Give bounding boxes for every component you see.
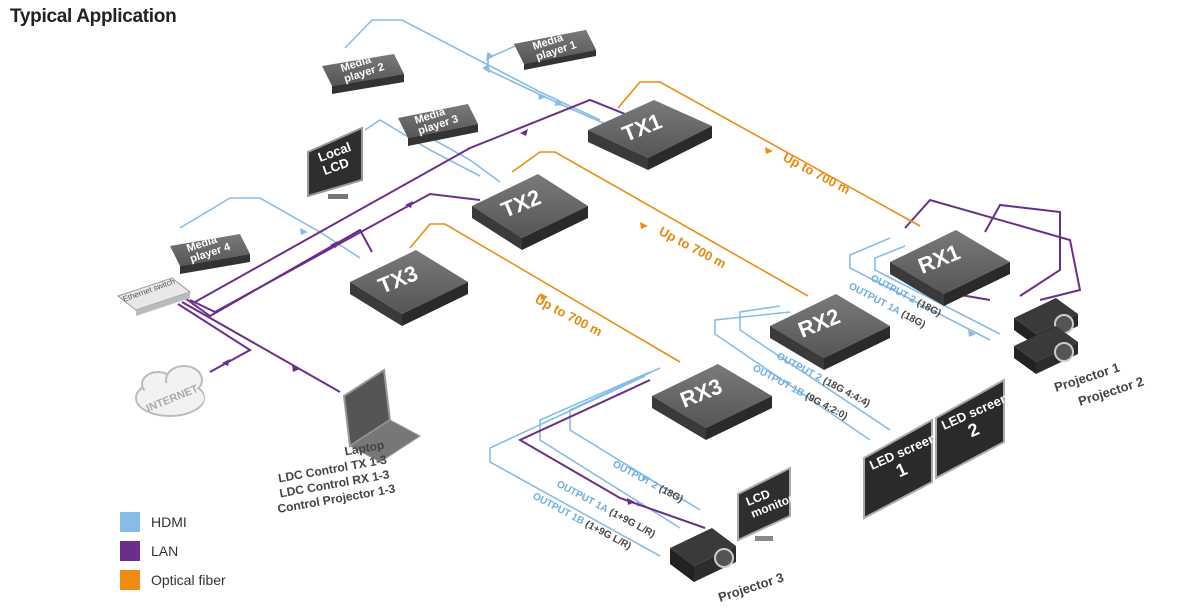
hdmi-mp2-tx1 — [344, 19, 601, 121]
hdmi-rx3-out1b — [489, 375, 661, 557]
laptop-label: Laptop — [343, 438, 385, 459]
hdmi-mp4-tx3 — [179, 197, 361, 259]
local-lcd: Local LCD — [307, 126, 363, 199]
legend-label-fiber: Optical fiber — [151, 571, 226, 588]
lan-switch-tx2 — [189, 192, 481, 314]
legend-item-fiber: Optical fiber — [120, 565, 226, 594]
svg-text:Local LCD: Local LCD — [316, 138, 361, 178]
fiber-tx3-rx3 — [409, 223, 681, 363]
lan-rx1-proj — [904, 198, 1082, 301]
hdmi-rx1-out2 — [849, 237, 991, 341]
legend-item-hdmi: HDMI — [120, 507, 226, 536]
lan-rx3-proj3 — [517, 379, 706, 529]
fiber-cables — [409, 81, 921, 363]
fiber-tx1-rx1 — [617, 81, 921, 227]
lan-cables — [177, 98, 1082, 529]
media-player-1: Media player 1 — [514, 30, 596, 70]
hdmi-rx2-out2 — [739, 305, 891, 431]
rx1-device: RX1 — [890, 230, 1010, 306]
hdmi-cables — [179, 19, 1001, 557]
fiber-label-1: Up to 700 m — [781, 149, 853, 197]
legend: HDMI LAN Optical fiber — [120, 507, 226, 594]
rx3-device: RX3 — [652, 364, 772, 440]
lan-switch-internet — [177, 303, 252, 373]
projector-3-label: Projector 3 — [716, 570, 785, 605]
hdmi-lcd-tx2 — [364, 119, 481, 177]
page-title: Typical Application — [10, 6, 177, 27]
svg-text:Laptop LDC Control TX 1-3: Laptop LDC Control TX 1-3 LDC Control RX… — [269, 437, 397, 516]
media-player-3: Media player 3 — [398, 104, 478, 146]
internet-cloud: INTERNET — [135, 365, 205, 417]
fiber-arrows — [540, 147, 773, 300]
lcd-monitor: LCD monitor — [737, 466, 796, 542]
hdmi-swatch — [120, 511, 140, 532]
lan-arrows — [222, 129, 635, 505]
tx2-device: TX2 — [472, 174, 588, 250]
fiber-swatch — [120, 569, 140, 590]
media-player-4: Media player 4 — [170, 234, 250, 274]
lan-switch-laptop — [181, 301, 341, 393]
hdmi-rx2-out1b — [714, 311, 871, 441]
tx3-device: TX3 — [350, 250, 468, 326]
fiber-tx2-rx2 — [511, 151, 809, 297]
legend-label-hdmi: HDMI — [151, 513, 187, 530]
led-screen-2: LED screen 2 — [935, 378, 1011, 480]
hdmi-mp3-tx2 — [419, 131, 501, 183]
projector-3 — [670, 528, 736, 582]
ethernet-switch: Ethernet switch — [116, 277, 192, 316]
lan-switch-tx1 — [194, 98, 641, 303]
tx1-device: TX1 — [588, 100, 712, 170]
laptop-icon — [342, 368, 421, 463]
lan-swatch — [120, 540, 140, 561]
legend-label-lan: LAN — [151, 542, 179, 559]
fiber-label-3: Up to 700 m — [533, 291, 605, 339]
lan-rx1-proj2 — [984, 203, 1061, 297]
projector-2 — [1014, 326, 1078, 374]
hdmi-rx3-out2 — [569, 367, 701, 511]
media-player-2: Media player 2 — [322, 54, 404, 94]
legend-item-lan: LAN — [120, 536, 226, 565]
hdmi-mp1-tx1 — [482, 43, 611, 127]
